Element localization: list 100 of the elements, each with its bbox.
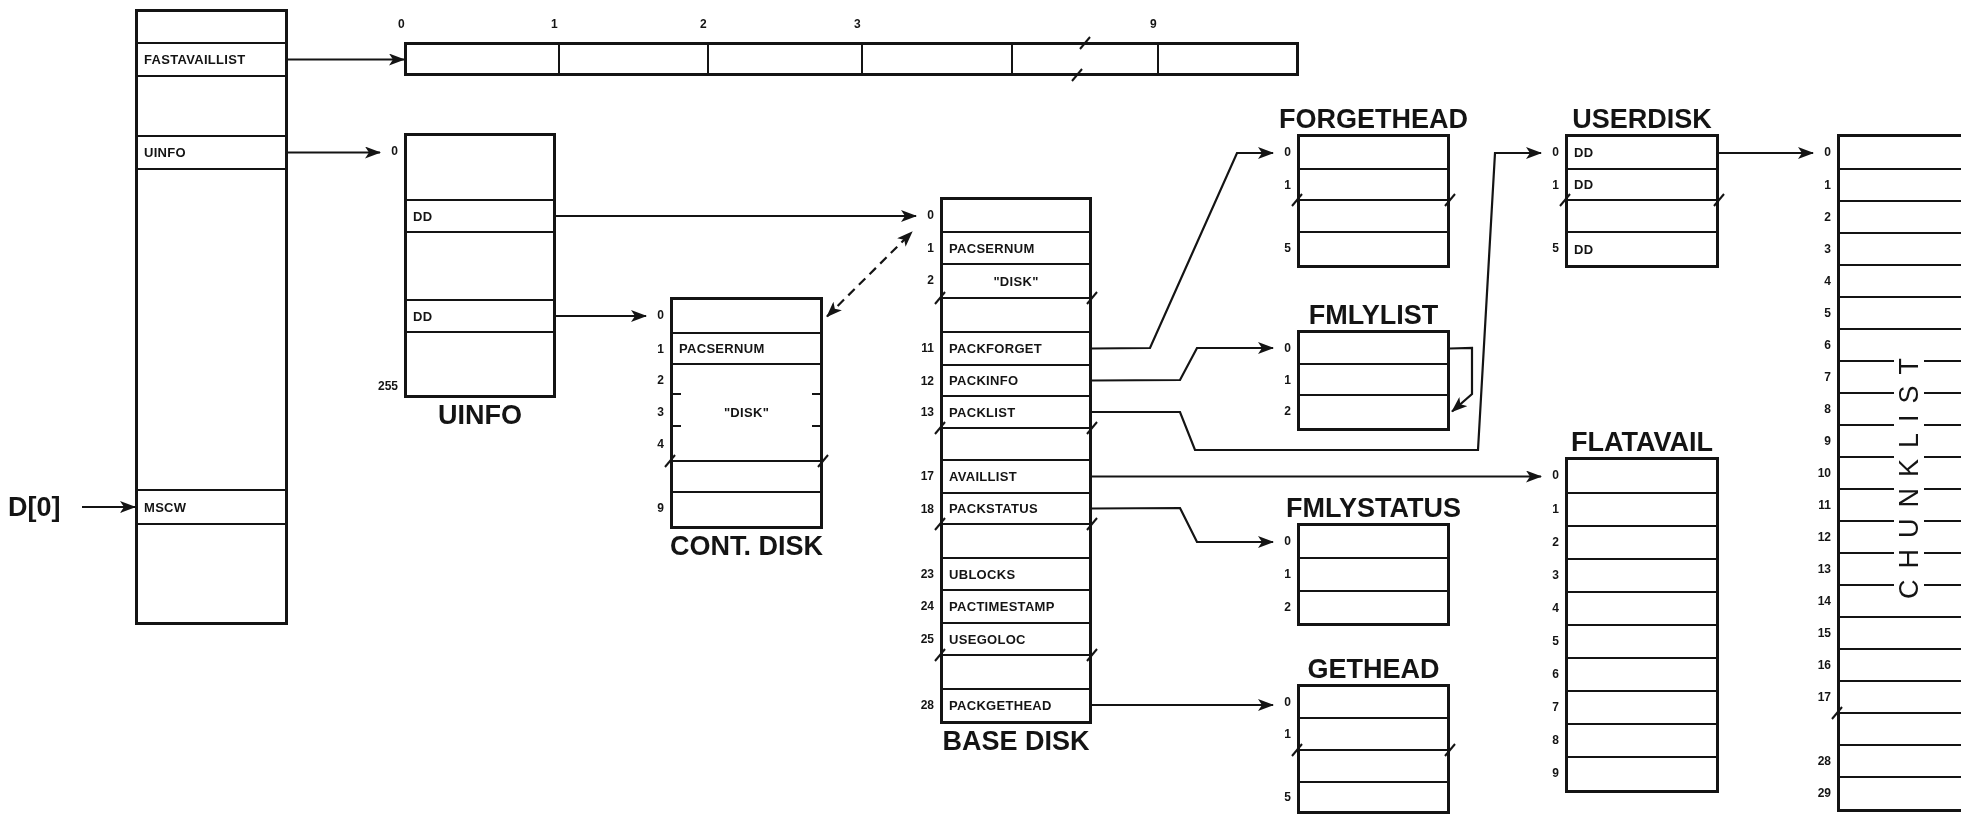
memory-cell bbox=[138, 490, 285, 524]
index-number: 17 bbox=[920, 469, 934, 483]
arrow bbox=[1092, 470, 1542, 483]
index-number: 13 bbox=[920, 405, 934, 419]
index-number: 0 bbox=[927, 208, 934, 222]
arrow bbox=[1719, 147, 1814, 159]
index-number: 6 bbox=[1824, 338, 1831, 352]
index-number: 13 bbox=[1817, 562, 1831, 576]
index-number: 23 bbox=[920, 567, 934, 581]
index-number: 1 bbox=[1284, 372, 1291, 387]
index-number: 1 bbox=[1284, 177, 1291, 192]
index-number: 2 bbox=[927, 273, 934, 287]
field-name: PACSERNUM bbox=[678, 341, 766, 356]
field-name: DD bbox=[412, 308, 434, 324]
field-name: PACTIMESTAMP bbox=[948, 599, 1056, 614]
index-number: 5 bbox=[1552, 634, 1559, 648]
block-title: FLATAVAIL bbox=[1571, 427, 1713, 457]
index-number: 3 bbox=[1824, 242, 1831, 256]
memory-cell bbox=[407, 200, 553, 232]
index-number: 4 bbox=[1552, 601, 1559, 615]
index-number: 3 bbox=[657, 405, 664, 419]
field-name: DD bbox=[1573, 145, 1595, 160]
index-number: 1 bbox=[657, 341, 664, 356]
arrow bbox=[556, 310, 647, 322]
index-number: 5 bbox=[1284, 241, 1291, 255]
field-name: PACKFORGET bbox=[948, 341, 1044, 356]
index-number: 0 bbox=[1552, 145, 1559, 159]
index-number: 12 bbox=[1817, 530, 1831, 544]
block-title: GETHEAD bbox=[1307, 654, 1440, 684]
memory-cell bbox=[407, 300, 553, 332]
index-number: 0 bbox=[398, 17, 405, 31]
index-number: 0 bbox=[391, 144, 398, 158]
arrow bbox=[288, 53, 405, 66]
index-number: 7 bbox=[1552, 700, 1559, 714]
memory-cell bbox=[407, 232, 553, 300]
arrow bbox=[1092, 147, 1542, 452]
index-number: 1 bbox=[1824, 178, 1831, 192]
field-name: PACKINFO bbox=[948, 373, 1020, 388]
index-number: 8 bbox=[1552, 733, 1559, 747]
index-number: 5 bbox=[1824, 306, 1831, 320]
arrow bbox=[1092, 506, 1274, 548]
index-number: 1 bbox=[551, 17, 558, 31]
index-number: 28 bbox=[920, 698, 934, 712]
field-name: PACKSTATUS bbox=[948, 501, 1039, 516]
field-name: FASTAVAILLIST bbox=[143, 52, 247, 67]
index-number: 25 bbox=[920, 632, 934, 646]
index-number: 11 bbox=[921, 341, 934, 355]
index-number: 0 bbox=[1284, 694, 1291, 709]
index-number: 1 bbox=[1552, 177, 1559, 192]
index-number: 3 bbox=[1552, 568, 1559, 582]
field-name: "DISK" bbox=[722, 405, 771, 420]
index-number: 2 bbox=[1284, 404, 1291, 418]
index-number: 29 bbox=[1817, 786, 1831, 800]
index-number: 1 bbox=[1552, 502, 1559, 516]
block-title: FORGETHEAD bbox=[1279, 104, 1468, 134]
index-number: 2 bbox=[700, 17, 707, 31]
block-title: USERDISK bbox=[1572, 104, 1712, 134]
index-number: 6 bbox=[1552, 667, 1559, 681]
index-number: 4 bbox=[657, 437, 664, 451]
index-number: 1 bbox=[1284, 727, 1291, 741]
field-name: "DISK" bbox=[992, 273, 1040, 289]
index-number: 2 bbox=[1284, 600, 1291, 614]
field-name: PACKLIST bbox=[948, 404, 1017, 420]
index-number: 2 bbox=[657, 373, 664, 387]
field-name: DD bbox=[1573, 177, 1595, 192]
index-number: 1 bbox=[927, 241, 934, 255]
field-name: PACKGETHEAD bbox=[948, 698, 1053, 713]
index-number: 16 bbox=[1817, 658, 1831, 672]
memory-cell bbox=[138, 136, 285, 169]
index-number: 17 bbox=[1817, 690, 1831, 704]
index-number: 9 bbox=[657, 501, 664, 515]
arrow bbox=[1092, 147, 1274, 350]
block-title: CONT. DISK bbox=[670, 531, 823, 561]
index-number: 11 bbox=[1818, 498, 1831, 512]
memory-cell bbox=[138, 76, 285, 136]
index-number: 0 bbox=[1284, 534, 1291, 548]
index-number: 0 bbox=[1824, 145, 1831, 159]
field-name: AVAILLIST bbox=[948, 469, 1018, 484]
index-number: 3 bbox=[854, 17, 861, 31]
index-number: 5 bbox=[1552, 241, 1559, 255]
block-title: UINFO bbox=[438, 400, 522, 430]
index-number: 0 bbox=[1552, 468, 1559, 482]
field-name: DD bbox=[412, 208, 434, 224]
memory-cell bbox=[138, 169, 285, 490]
index-number: 0 bbox=[1284, 145, 1291, 159]
index-number: 15 bbox=[1817, 626, 1831, 640]
field-name: DD bbox=[1573, 241, 1595, 257]
index-number: 9 bbox=[1150, 17, 1157, 31]
arrow bbox=[1092, 342, 1274, 382]
field-name: USEGOLOC bbox=[948, 631, 1027, 647]
index-number: 2 bbox=[1824, 210, 1831, 224]
block-title: FMLYSTATUS bbox=[1286, 493, 1461, 523]
block-title: FMLYLIST bbox=[1308, 300, 1439, 330]
index-number: 5 bbox=[1284, 789, 1291, 804]
arrow bbox=[556, 210, 917, 222]
memory-block bbox=[135, 9, 288, 625]
memory-cell bbox=[138, 43, 285, 76]
index-number: 28 bbox=[1817, 754, 1831, 768]
field-name: MSCW bbox=[143, 499, 188, 515]
index-number: 14 bbox=[1817, 594, 1831, 608]
